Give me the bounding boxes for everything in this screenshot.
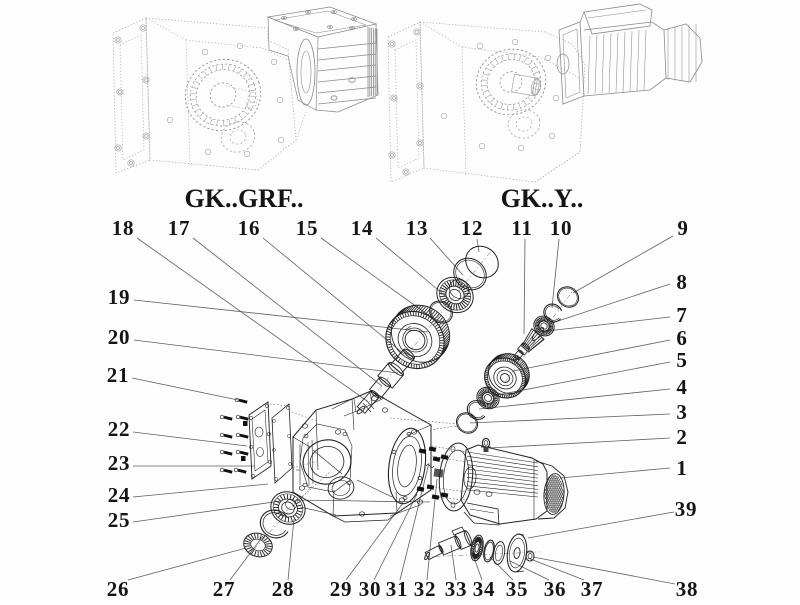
svg-text:4: 4 [676, 375, 687, 399]
svg-text:39: 39 [675, 497, 698, 521]
svg-text:36: 36 [544, 577, 567, 600]
svg-text:27: 27 [213, 577, 236, 600]
svg-text:20: 20 [108, 325, 131, 349]
svg-text:16: 16 [238, 216, 261, 240]
svg-text:9: 9 [677, 216, 688, 240]
svg-text:11: 11 [511, 216, 532, 240]
svg-text:34: 34 [473, 577, 496, 600]
svg-text:22: 22 [108, 417, 131, 441]
svg-text:13: 13 [406, 216, 429, 240]
svg-text:38: 38 [676, 577, 699, 600]
svg-text:GK..Y..: GK..Y.. [501, 184, 584, 213]
svg-text:19: 19 [108, 285, 131, 309]
svg-text:7: 7 [676, 303, 687, 327]
svg-text:1: 1 [676, 456, 687, 480]
svg-text:14: 14 [351, 216, 374, 240]
svg-text:18: 18 [112, 216, 135, 240]
svg-text:31: 31 [386, 577, 409, 600]
svg-text:23: 23 [108, 451, 131, 475]
svg-text:25: 25 [108, 508, 131, 532]
svg-text:24: 24 [108, 483, 131, 507]
svg-text:2: 2 [676, 425, 687, 449]
svg-text:6: 6 [676, 326, 687, 350]
svg-text:8: 8 [676, 270, 687, 294]
svg-text:21: 21 [107, 363, 130, 387]
svg-text:17: 17 [168, 216, 191, 240]
svg-text:30: 30 [359, 577, 382, 600]
svg-text:3: 3 [676, 400, 687, 424]
svg-text:37: 37 [581, 577, 604, 600]
svg-text:32: 32 [414, 577, 437, 600]
svg-text:26: 26 [107, 577, 130, 600]
svg-text:28: 28 [272, 577, 295, 600]
svg-text:10: 10 [550, 216, 573, 240]
svg-text:15: 15 [296, 216, 319, 240]
svg-text:GK..GRF..: GK..GRF.. [185, 184, 304, 213]
svg-text:33: 33 [445, 577, 468, 600]
svg-text:12: 12 [461, 216, 484, 240]
svg-text:29: 29 [330, 577, 353, 600]
svg-text:35: 35 [506, 577, 529, 600]
svg-text:5: 5 [676, 348, 687, 372]
